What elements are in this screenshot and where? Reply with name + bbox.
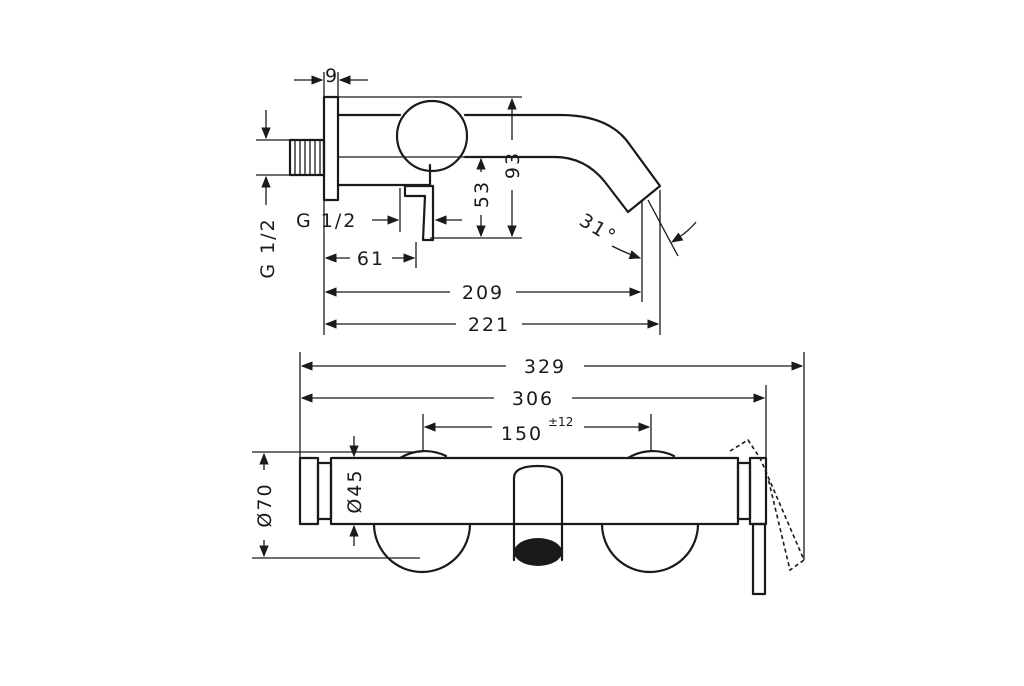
- right-rosette: [600, 522, 700, 574]
- right-end-cap-outer: [748, 456, 768, 526]
- side-view: 9 93 53 31° G: [256, 65, 697, 336]
- dim-93-label: 93: [502, 151, 524, 179]
- left-end-cap-outer: [298, 456, 320, 526]
- lever-alt-position: [729, 438, 805, 572]
- dimension-angle-31: 31°: [575, 199, 697, 260]
- dimension-221: 221: [324, 190, 661, 336]
- dim-329-label: 329: [524, 356, 566, 378]
- dimension-306: 306: [300, 385, 767, 458]
- thread-lines: [294, 140, 321, 175]
- dimension-61: 61: [323, 200, 417, 335]
- dimension-329: 329: [299, 352, 805, 560]
- dim-150-label: 150: [501, 423, 543, 445]
- dimension-d45: Ø45: [342, 436, 372, 546]
- dimension-9: 9: [294, 65, 368, 97]
- dimension-93: 93: [338, 96, 524, 239]
- wall-plate: [322, 95, 340, 202]
- left-rosette: [372, 522, 472, 574]
- dim-d45-label: Ø45: [344, 468, 366, 513]
- dim-306-label: 306: [512, 388, 554, 410]
- lever-front: [751, 522, 767, 596]
- round-handle-side: [395, 99, 469, 173]
- dimension-209: 209: [324, 200, 643, 304]
- right-end-cap-inner: [736, 461, 752, 521]
- lever-side: [403, 184, 435, 242]
- mixer-body-front: [329, 456, 740, 526]
- dim-150-tolerance: ±12: [548, 415, 573, 429]
- threaded-connector: [288, 138, 326, 177]
- dimension-g-half-horizontal: G 1/2: [296, 188, 462, 232]
- dim-61-label: 61: [357, 248, 385, 270]
- mixer-body-side: [336, 113, 432, 187]
- dim-53-label: 53: [471, 180, 493, 208]
- dim-221-label: 221: [468, 314, 510, 336]
- dimension-53: 53: [338, 156, 493, 238]
- front-view: 329 306 150 ±12 Ø70: [252, 352, 805, 596]
- dimension-150: 150 ±12: [422, 414, 652, 452]
- spout-side: [463, 113, 662, 214]
- dim-g-half-vertical-label: G 1/2: [257, 217, 279, 278]
- dimension-g-half-vertical: G 1/2: [256, 110, 290, 279]
- spout-front: [512, 464, 564, 562]
- dim-d70-label: Ø70: [254, 482, 276, 527]
- dim-angle-label: 31°: [575, 209, 620, 248]
- dim-9-label: 9: [325, 65, 339, 87]
- dim-g-half-horizontal-label: G 1/2: [296, 210, 357, 232]
- dim-209-label: 209: [462, 282, 504, 304]
- left-end-cap-inner: [316, 461, 333, 521]
- spout-outlet: [514, 538, 562, 566]
- dimension-d70: Ø70: [252, 451, 420, 559]
